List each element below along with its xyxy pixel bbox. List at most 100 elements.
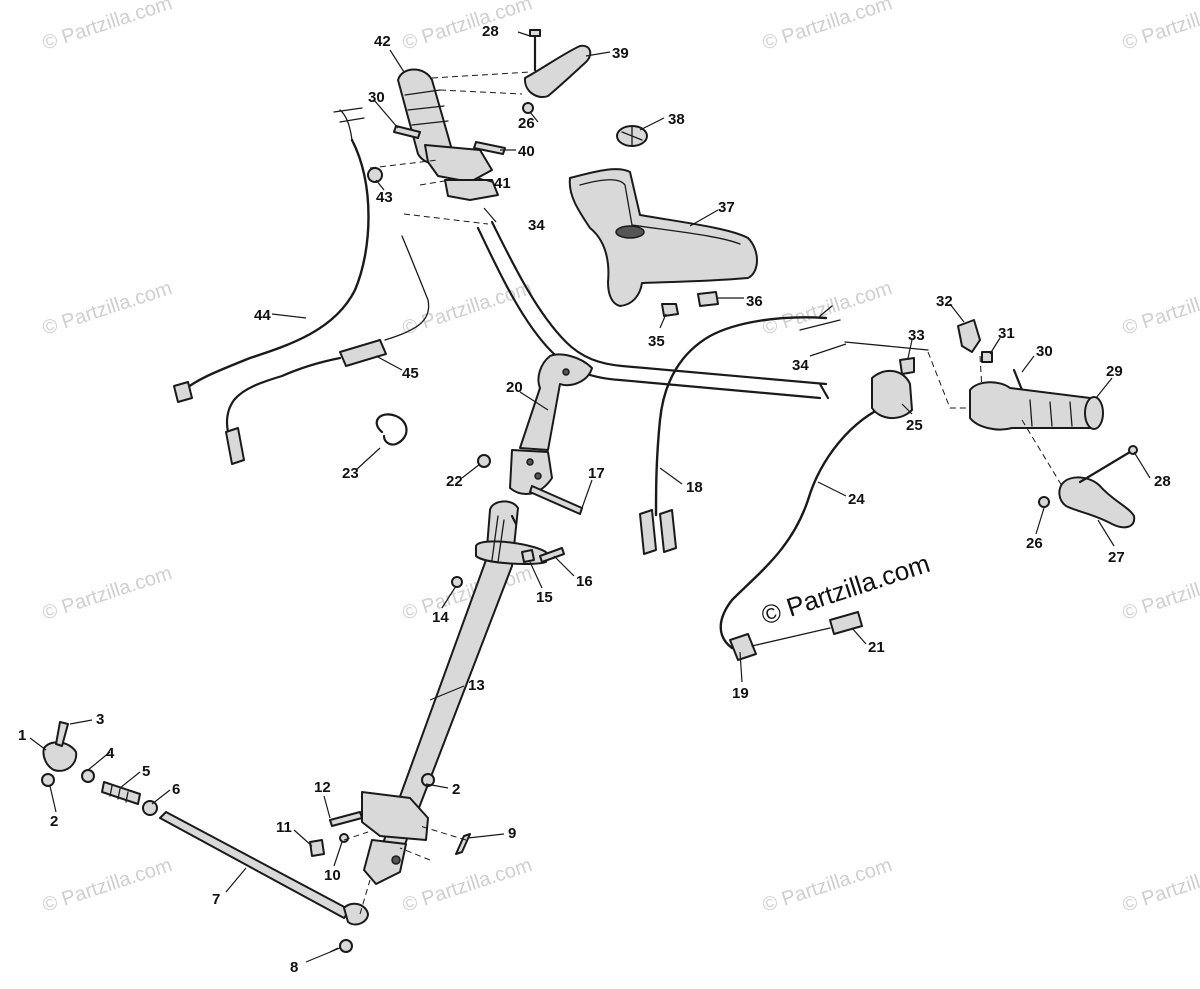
callout-29: 29 xyxy=(1106,363,1123,380)
snap-ring-part xyxy=(375,413,408,446)
callout-31: 31 xyxy=(998,325,1015,342)
kill-switch-wire-part xyxy=(384,235,430,341)
bolt-part xyxy=(455,833,471,855)
watermark: © Partzilla.com xyxy=(40,277,175,340)
right-housing-part xyxy=(871,369,913,419)
callout-27: 27 xyxy=(1108,549,1125,566)
callout-10: 10 xyxy=(324,867,341,884)
bolt-part xyxy=(529,485,583,515)
callout-25: 25 xyxy=(906,417,923,434)
watermark: © Partzilla.com xyxy=(1120,562,1200,625)
callout-9: 9 xyxy=(508,825,516,842)
jam-nut-part xyxy=(142,800,158,816)
watermark: © Partzilla.com xyxy=(400,854,535,917)
screw-part xyxy=(473,141,506,155)
watermark: © Partzilla.com xyxy=(1120,0,1200,55)
washer-part xyxy=(521,549,535,563)
nut-part xyxy=(339,939,353,953)
callout-34: 34 xyxy=(528,217,545,234)
left-housing-part xyxy=(424,144,499,201)
threads xyxy=(109,785,129,803)
handlebar-pad-part xyxy=(568,168,758,307)
watermark: © Partzilla.com xyxy=(1120,854,1200,917)
callout-leaders xyxy=(29,31,1151,963)
callout-2: 2 xyxy=(50,813,58,830)
nut-part xyxy=(421,773,435,787)
alignment-line xyxy=(359,879,371,915)
callout-30: 30 xyxy=(368,89,385,106)
callout-14: 14 xyxy=(432,609,449,626)
watermark: © Partzilla.com xyxy=(400,277,535,340)
column-mount-part xyxy=(361,791,429,885)
callout-16: 16 xyxy=(576,573,593,590)
callout-44: 44 xyxy=(254,307,271,324)
throttle-cable-part xyxy=(180,138,370,394)
callout-20: 20 xyxy=(506,379,523,396)
riser-bracket-part xyxy=(509,353,593,495)
fitting-part xyxy=(367,167,383,183)
callout-22: 22 xyxy=(446,473,463,490)
right-grip-part xyxy=(969,381,1104,431)
callout-30: 30 xyxy=(1036,343,1053,360)
nut-part xyxy=(451,576,463,588)
callout-43: 43 xyxy=(376,189,393,206)
wiring-harness-part xyxy=(654,316,828,517)
callout-34: 34 xyxy=(792,357,809,374)
callout-38: 38 xyxy=(668,111,685,128)
watermark: © Partzilla.com xyxy=(40,562,175,625)
callout-8: 8 xyxy=(290,959,298,976)
cable-wire-part xyxy=(751,627,831,647)
callout-41: 41 xyxy=(494,175,511,192)
callout-28: 28 xyxy=(482,23,499,40)
clip-part xyxy=(697,291,719,307)
callout-1: 1 xyxy=(18,727,26,744)
callout-24: 24 xyxy=(848,491,865,508)
clip-part xyxy=(309,839,325,857)
callout-40: 40 xyxy=(518,143,535,160)
screw-part xyxy=(393,125,421,139)
watermark: © Partzilla.com xyxy=(40,854,175,917)
callout-17: 17 xyxy=(588,465,605,482)
callout-39: 39 xyxy=(612,45,629,62)
watermark: © Partzilla.com xyxy=(40,0,175,55)
callout-18: 18 xyxy=(686,479,703,496)
callout-42: 42 xyxy=(374,33,391,50)
brake-cable-part xyxy=(719,402,892,650)
brake-lever-left-part xyxy=(522,29,592,114)
callout-labels: 1 2 2 2 3 4 5 6 7 8 9 10 11 12 13 14 15 … xyxy=(18,23,1171,976)
connector-part xyxy=(639,509,657,555)
spring-part xyxy=(829,611,863,635)
callout-15: 15 xyxy=(536,589,553,606)
bolt-part xyxy=(329,811,363,827)
callout-11: 11 xyxy=(276,819,292,836)
callout-33: 33 xyxy=(908,327,925,344)
callout-32: 32 xyxy=(936,293,953,310)
callout-28: 28 xyxy=(1154,473,1171,490)
cable-wire-part xyxy=(333,107,365,141)
watermark: © Partzilla.com xyxy=(1120,277,1200,340)
washer-part xyxy=(339,833,349,843)
kill-switch-part xyxy=(225,339,387,465)
callout-19: 19 xyxy=(732,685,749,702)
nut-part xyxy=(477,454,491,468)
callout-23: 23 xyxy=(342,465,359,482)
callout-45: 45 xyxy=(402,365,419,382)
cap-part xyxy=(616,125,648,147)
wire-part xyxy=(799,305,929,351)
threaded-rod-part xyxy=(101,781,141,805)
watermark: © Partzilla.com xyxy=(760,0,895,55)
tie-rod-end-part xyxy=(41,721,95,787)
connector-part xyxy=(659,509,677,553)
callout-21: 21 xyxy=(868,639,885,656)
alignment-line xyxy=(979,355,983,391)
callout-2: 2 xyxy=(452,781,460,798)
alignment-line xyxy=(927,351,990,409)
clip-part xyxy=(899,357,915,375)
callout-6: 6 xyxy=(172,781,180,798)
tie-rod-part xyxy=(159,811,351,919)
alignment-line xyxy=(369,71,531,225)
watermark: © Partzilla.com xyxy=(760,854,895,917)
callout-26: 26 xyxy=(1026,535,1043,552)
callout-36: 36 xyxy=(746,293,763,310)
